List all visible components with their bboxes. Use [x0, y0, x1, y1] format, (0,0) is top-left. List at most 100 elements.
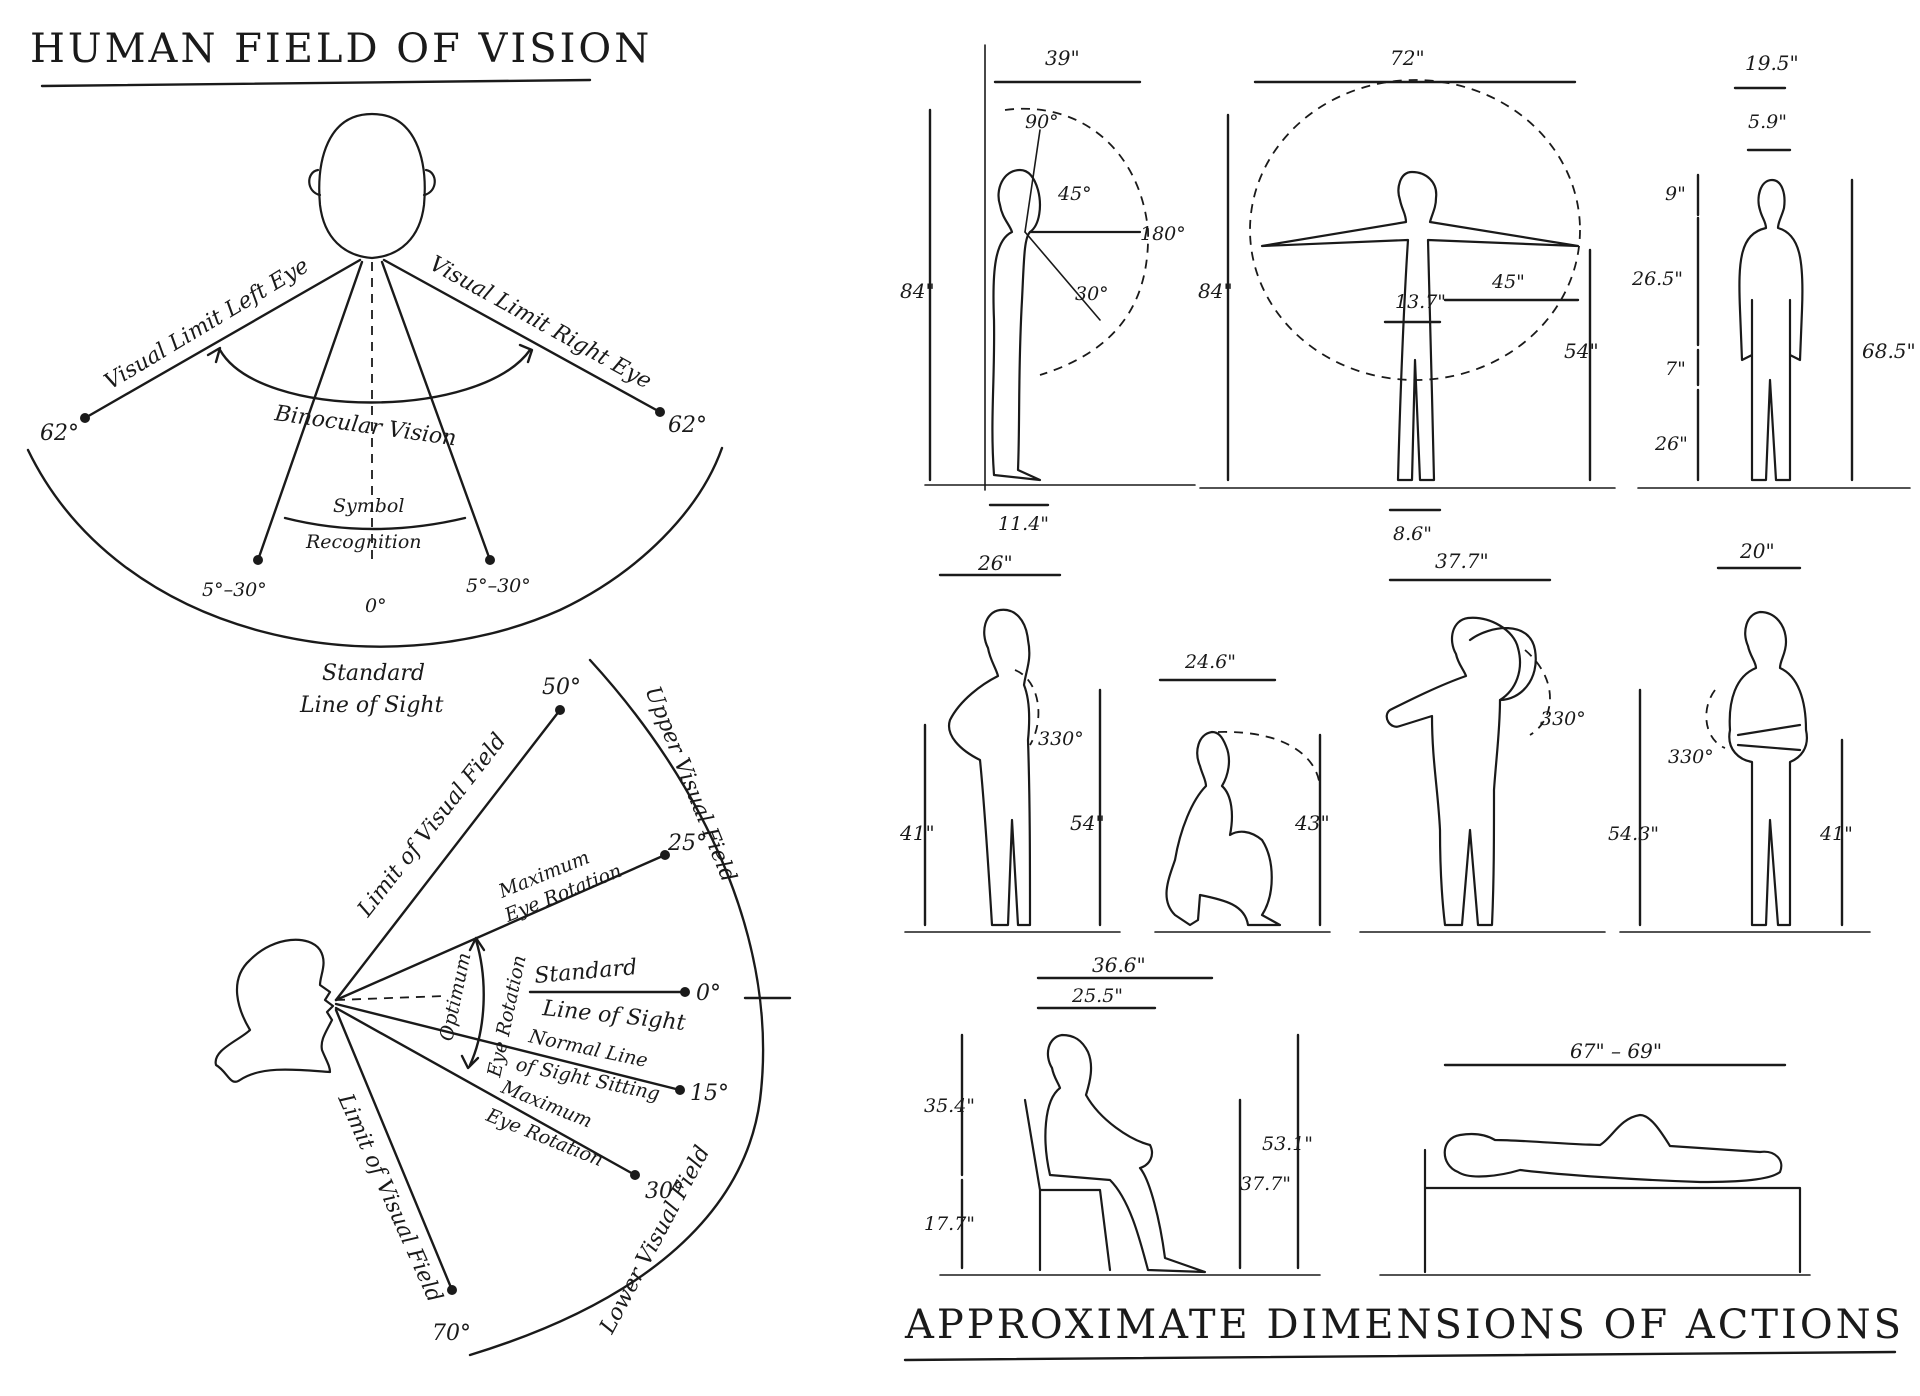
standing-torso: 26.5": [1631, 268, 1683, 290]
dot-70: [447, 1285, 457, 1295]
hip-arc: [1014, 669, 1040, 746]
seated-seat: 17.7": [924, 1213, 975, 1235]
head-scratch-figure: 37.7" 330°: [1359, 549, 1606, 933]
scratch-arc: [1524, 649, 1551, 736]
chair-icon: [1023, 1098, 1112, 1272]
actions-title: APPROXIMATE DIMENSIONS OF ACTIONS: [904, 1302, 1904, 1348]
visual-limit-left-line: [83, 258, 362, 420]
field-arc: [26, 446, 724, 648]
normal-sight-line: [334, 1002, 682, 1092]
symbol-left-line: [256, 260, 364, 562]
dot-30: [630, 1170, 640, 1180]
upper-limit-label: Limit of Visual Field: [352, 729, 511, 923]
squat-height: 43": [1294, 811, 1330, 835]
reach-side-figure: 39" 84" 11.4" 90° 45° 180° 30°: [900, 44, 1196, 535]
reach-side-height: 84": [900, 279, 935, 303]
seated-person-icon: [1044, 1033, 1207, 1274]
angle-70: 70°: [432, 1321, 471, 1346]
symbol-right-dot: [485, 555, 495, 565]
angle-25: 25°: [667, 831, 707, 856]
binocular-arrow-left-icon: [206, 346, 222, 364]
dot-25: [660, 850, 670, 860]
reach-180: 180°: [1140, 223, 1186, 245]
hip-hand-person-icon: [947, 608, 1032, 927]
right-angle-label: 62°: [668, 413, 707, 438]
sight-label-2: Line of Sight: [299, 693, 444, 718]
standing-front-person-icon: [1260, 170, 1580, 482]
reach-45-line: [1024, 129, 1041, 233]
seated-knee: 37.7": [1240, 1173, 1291, 1195]
side-view-diagram: Limit of Visual Field Limit of Visual Fi…: [214, 658, 792, 1357]
lower-limit-label: Limit of Visual Field: [332, 1089, 447, 1306]
left-limit-dot: [80, 413, 90, 423]
vision-title-underline: [40, 78, 592, 88]
angle-50: 50°: [542, 675, 581, 700]
top-view-diagram: Visual Limit Left Eye Visual Limit Right…: [26, 112, 724, 718]
lying-person-icon: [1443, 1113, 1783, 1184]
arms-crossed-hand: 41": [1819, 823, 1853, 845]
visual-limit-right-line: [382, 258, 662, 414]
standing-figure: 19.5" 5.9" 9" 26.5" 7" 26" 68.5": [1631, 51, 1916, 489]
symbol-label-1: Symbol: [333, 495, 404, 517]
reach-front-body: 13.7": [1395, 291, 1446, 313]
seated-head: 53.1": [1262, 1133, 1313, 1155]
reach-front-arm: 45": [1491, 271, 1525, 293]
head-scratch-angle: 330°: [1540, 708, 1586, 730]
lying-figure: 67" – 69": [1379, 1039, 1811, 1276]
center-angle-label: 0°: [365, 595, 387, 617]
reach-front-span: 72": [1390, 46, 1425, 70]
visual-limit-left-label: Visual Limit Left Eye: [100, 253, 313, 395]
reach-30: 30°: [1075, 283, 1109, 305]
squat-figure: 24.6" 43": [1154, 651, 1331, 933]
seated-eye: 35.4": [924, 1095, 975, 1117]
dot-0: [680, 987, 690, 997]
reach-side-width: 39": [1045, 46, 1080, 70]
left-ear-icon: [308, 168, 322, 197]
head-side-view-icon: [214, 938, 335, 1083]
dot-15: [675, 1085, 685, 1095]
optimum-rotation-1: Optimum: [435, 951, 475, 1043]
symbol-left-angle: 5°–30°: [202, 579, 267, 601]
arms-crossed-angle: 330°: [1668, 746, 1714, 768]
symbol-label-2: Recognition: [305, 531, 422, 553]
reach-front-feet: 8.6": [1393, 523, 1432, 545]
squat-arc: [1217, 731, 1321, 791]
hip-hand-figure: 26" 41" 54" 330°: [899, 551, 1121, 933]
sight-label-1: Standard: [322, 661, 425, 686]
squat-width: 24.6": [1184, 651, 1236, 673]
symbol-right-line: [380, 260, 492, 562]
standard-sight-dashed: [335, 995, 446, 1001]
lower-limit-line: [334, 1008, 454, 1292]
standing-head-height: 9": [1665, 183, 1686, 205]
reach-arc: [1004, 107, 1149, 376]
angle-30: 30°: [645, 1179, 684, 1204]
hip-hand-width: 26": [977, 551, 1013, 575]
hip-elbow-height: 54": [1070, 811, 1105, 835]
reach-front-figure: 72" 84" 54" 13.7" 45" 8.6": [1198, 46, 1616, 545]
lying-length: 67" – 69": [1570, 1039, 1662, 1063]
visual-limit-right-label: Visual Limit Right Eye: [425, 251, 656, 394]
hip-angle: 330°: [1038, 728, 1084, 750]
field-arc-side: [468, 658, 765, 1357]
binocular-label: Binocular Vision: [272, 401, 458, 451]
optimum-arrow-up-icon: [468, 936, 486, 952]
reach-90: 90°: [1025, 111, 1059, 133]
head-top-view-icon: [318, 112, 426, 260]
seated-reach: 36.6": [1092, 953, 1146, 977]
squatting-person-icon: [1165, 730, 1282, 927]
head-scratch-width: 37.7": [1435, 549, 1489, 573]
head-scratch-person-icon: [1385, 616, 1522, 927]
arms-crossed-width: 20": [1739, 539, 1775, 563]
lower-field-label: Lower Visual Field: [595, 1142, 716, 1339]
bed-icon: [1423, 1148, 1802, 1274]
right-ear-icon: [422, 168, 436, 197]
symbol-arc: [283, 516, 467, 531]
reach-front-shoulder: 54": [1564, 339, 1599, 363]
std-sight-2: Line of Sight: [540, 996, 686, 1036]
actions-title-underline: [903, 1350, 1897, 1362]
hip-hand-height: 41": [899, 821, 935, 845]
standing-leg: 26": [1654, 433, 1688, 455]
upper-limit-line: [334, 708, 562, 1002]
reach-side-depth: 11.4": [998, 513, 1049, 535]
